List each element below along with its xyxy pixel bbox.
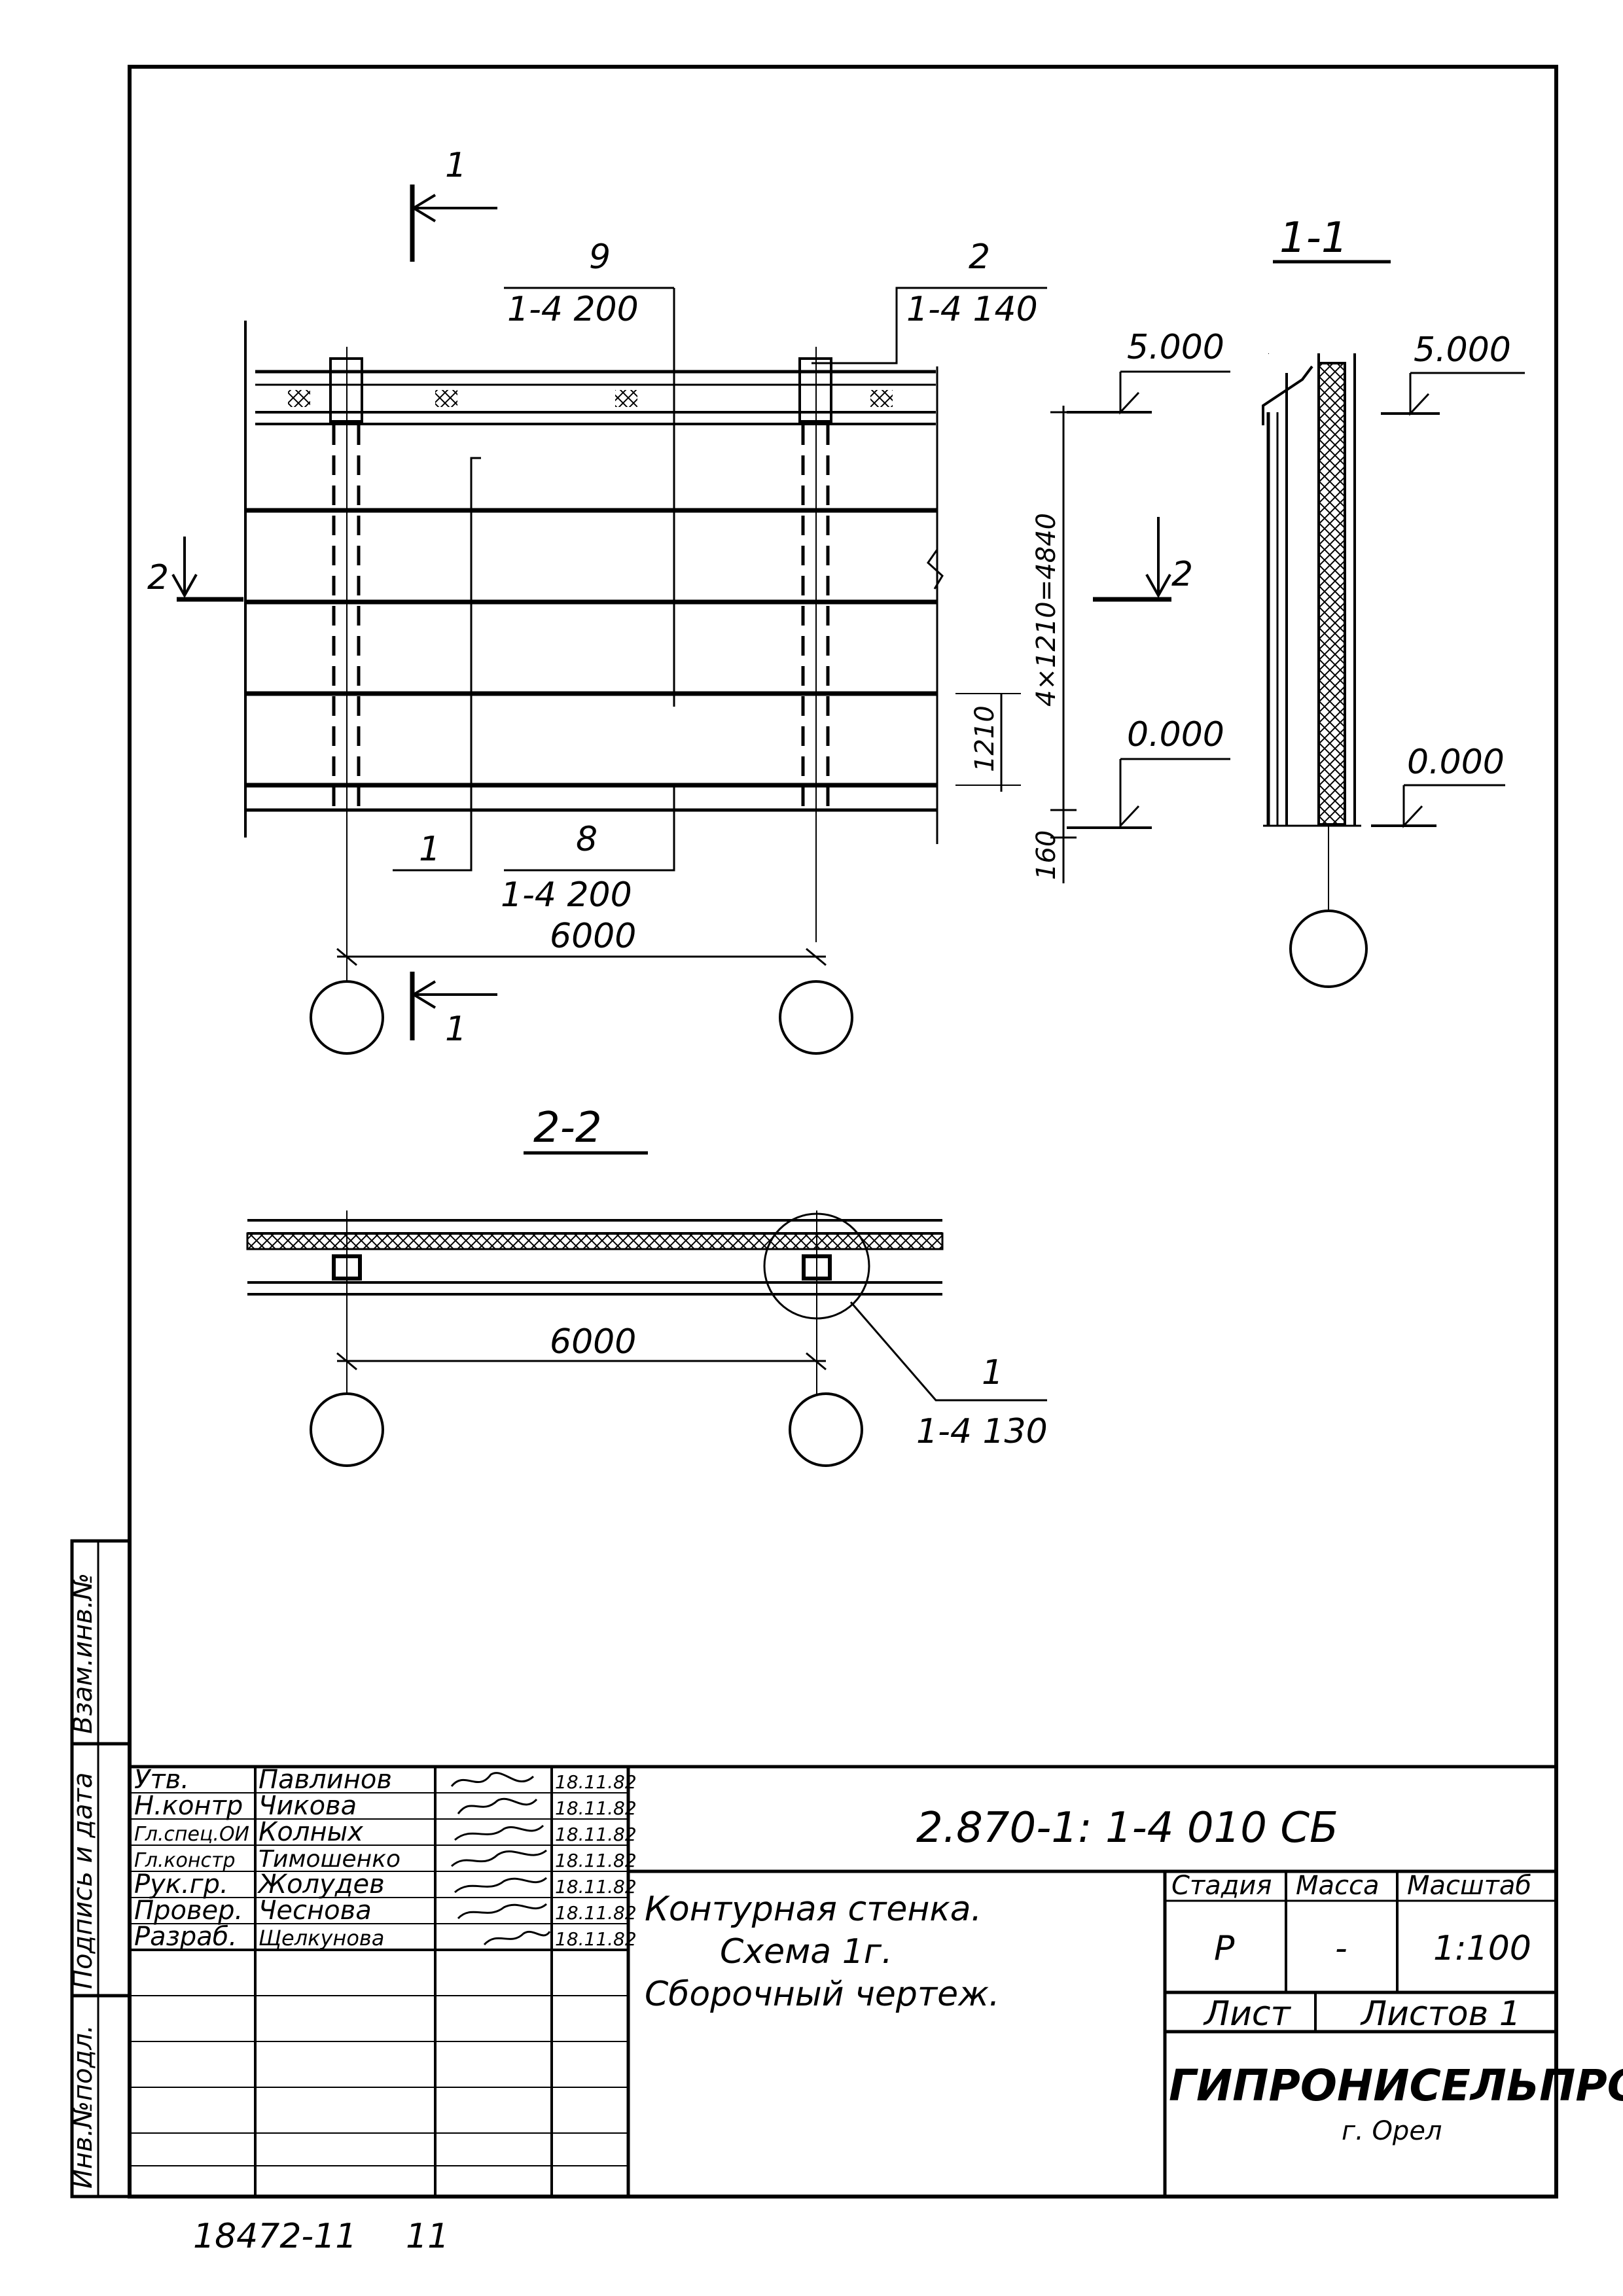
- section-1-1-level-top: 5.000: [1414, 330, 1511, 370]
- signature-row: Утв. Павлинов 18.11.82: [134, 1765, 637, 1795]
- signature-row: Разраб. Щелкунова 18.11.82: [134, 1922, 637, 1952]
- svg-text:Тимошенко: Тимошенко: [259, 1846, 401, 1873]
- dim-base-height: 160: [1031, 830, 1061, 880]
- section-1-1-level-bottom: 0.000: [1407, 743, 1505, 782]
- dim-span-facade: 6000: [550, 917, 636, 956]
- callout-1-leader: [393, 457, 481, 872]
- organization-city: г. Орел: [1342, 2116, 1442, 2146]
- side-stamp-cell-1: Взам.инв.№: [68, 1573, 98, 1734]
- callout-8-ref: 1-4 200: [501, 875, 632, 915]
- svg-text:Чикова: Чикова: [259, 1791, 357, 1821]
- axis-circle-left: [310, 980, 384, 1055]
- dim-row-height: 1210: [970, 705, 1000, 772]
- svg-text:Утв.: Утв.: [134, 1765, 189, 1795]
- handwritten-signatures: [450, 1772, 551, 1946]
- section-mark-2-left: 2: [147, 558, 169, 597]
- axis-circle-2-2-right: [789, 1392, 863, 1467]
- drawing-title-line-3: Сборочный чертеж.: [645, 1975, 1000, 2014]
- signature-row: Н.контр Чикова 18.11.82: [134, 1791, 637, 1821]
- svg-text:Гл.спец.ОИ: Гл.спец.ОИ: [134, 1823, 249, 1846]
- svg-text:Колных: Колных: [259, 1817, 363, 1847]
- section-1-1: 1-1 5.000 0.000: [1262, 214, 1525, 988]
- svg-text:Рук.гр.: Рук.гр.: [134, 1869, 228, 1899]
- section-mark-1-top: 1: [445, 146, 467, 185]
- callout-1-number: 1: [419, 830, 440, 869]
- svg-text:18.11.82: 18.11.82: [555, 1928, 637, 1950]
- callout-2-ref: 1-4 140: [906, 290, 1038, 329]
- stage-value: Р: [1214, 1929, 1235, 1968]
- page-number: 11: [406, 2217, 449, 2256]
- sheets-label: Листов 1: [1360, 1994, 1521, 2034]
- signature-row: Провер. Чеснова 18.11.82: [134, 1896, 637, 1926]
- callout-node-ref: 1-4 130: [916, 1412, 1048, 1451]
- facade-level-bottom: 0.000: [1127, 715, 1224, 754]
- section-2-2: 2-2 6000 1 1-4 130: [246, 1104, 1048, 1467]
- dim-total-height: 4×1210=4840: [1031, 513, 1061, 707]
- archive-number: 18472-11: [193, 2217, 357, 2256]
- title-block: Утв. Павлинов 18.11.82 Н.контр Чикова 18…: [130, 1765, 1623, 2197]
- svg-text:Жолудев: Жолудев: [257, 1869, 385, 1899]
- axis-circle-right: [779, 980, 853, 1055]
- svg-text:18.11.82: 18.11.82: [555, 1850, 637, 1871]
- document-code: 2.870-1: 1-4 010 СБ: [916, 1804, 1338, 1852]
- scale-header: Масштаб: [1407, 1871, 1531, 1901]
- svg-text:Разраб.: Разраб.: [134, 1922, 237, 1952]
- drawing-title-line-2: Схема 1г.: [720, 1932, 893, 1971]
- svg-text:Провер.: Провер.: [134, 1896, 243, 1926]
- insulation-layer: [1317, 362, 1346, 826]
- organization-name: ГИПРОНИСЕЛЬПРОМ: [1169, 2060, 1623, 2111]
- callout-8-number: 8: [576, 820, 597, 859]
- callout-9-ref: 1-4 200: [507, 290, 639, 329]
- svg-text:18.11.82: 18.11.82: [555, 1771, 637, 1793]
- svg-text:18.11.82: 18.11.82: [555, 1902, 637, 1924]
- axis-circle-2-2-left: [310, 1392, 384, 1467]
- dim-span-section-2-2: 6000: [550, 1322, 636, 1362]
- callout-2-number: 2: [969, 238, 990, 277]
- section-2-2-title: 2-2: [533, 1104, 602, 1152]
- scale-value: 1:100: [1433, 1929, 1531, 1968]
- mass-value: -: [1335, 1929, 1347, 1968]
- svg-text:18.11.82: 18.11.82: [555, 1876, 637, 1898]
- mass-header: Масса: [1296, 1871, 1380, 1901]
- section-mark-2-right: 2: [1171, 555, 1193, 594]
- axis-circle-section-1-1: [1289, 910, 1368, 988]
- facade-level-top: 5.000: [1127, 328, 1224, 367]
- side-stamp-cell-2: Подпись и дата: [68, 1773, 98, 1989]
- sheet-label: Лист: [1203, 1994, 1291, 2034]
- callout-2-leader: [812, 287, 1047, 364]
- svg-text:Н.контр: Н.контр: [134, 1791, 243, 1821]
- section-mark-1-bottom: 1: [445, 1010, 467, 1049]
- svg-text:Чеснова: Чеснова: [259, 1896, 372, 1926]
- callout-node-number: 1: [982, 1353, 1003, 1392]
- stage-header: Стадия: [1171, 1871, 1272, 1901]
- signature-row: Рук.гр. Жолудев 18.11.82: [134, 1869, 637, 1899]
- facade-view: 9 1-4 200 2 1-4 140 1 8 1-4 200 1 1 2 2: [147, 146, 1230, 1055]
- section-1-1-title: 1-1: [1279, 214, 1348, 262]
- svg-text:Щелкунова: Щелкунова: [259, 1926, 384, 1951]
- svg-text:Гл.констр: Гл.констр: [134, 1849, 236, 1872]
- svg-text:18.11.82: 18.11.82: [555, 1797, 637, 1819]
- signature-row: Гл.спец.ОИ Колных 18.11.82: [134, 1817, 637, 1847]
- side-stamp-cell-3: Инв.№подл.: [68, 2024, 98, 2189]
- section-2-2-insulation: [246, 1232, 944, 1250]
- drawing-frame: [128, 65, 1558, 2199]
- callout-8-leader: [504, 785, 675, 872]
- callout-9-number: 9: [589, 238, 611, 277]
- side-stamp: Взам.инв.№ Подпись и дата Инв.№подл.: [68, 1539, 132, 2199]
- svg-text:Павлинов: Павлинов: [259, 1765, 392, 1795]
- drawing-title-line-1: Контурная стенка.: [645, 1890, 982, 1929]
- svg-text:18.11.82: 18.11.82: [555, 1824, 637, 1845]
- signature-row: Гл.констр Тимошенко 18.11.82: [134, 1846, 637, 1873]
